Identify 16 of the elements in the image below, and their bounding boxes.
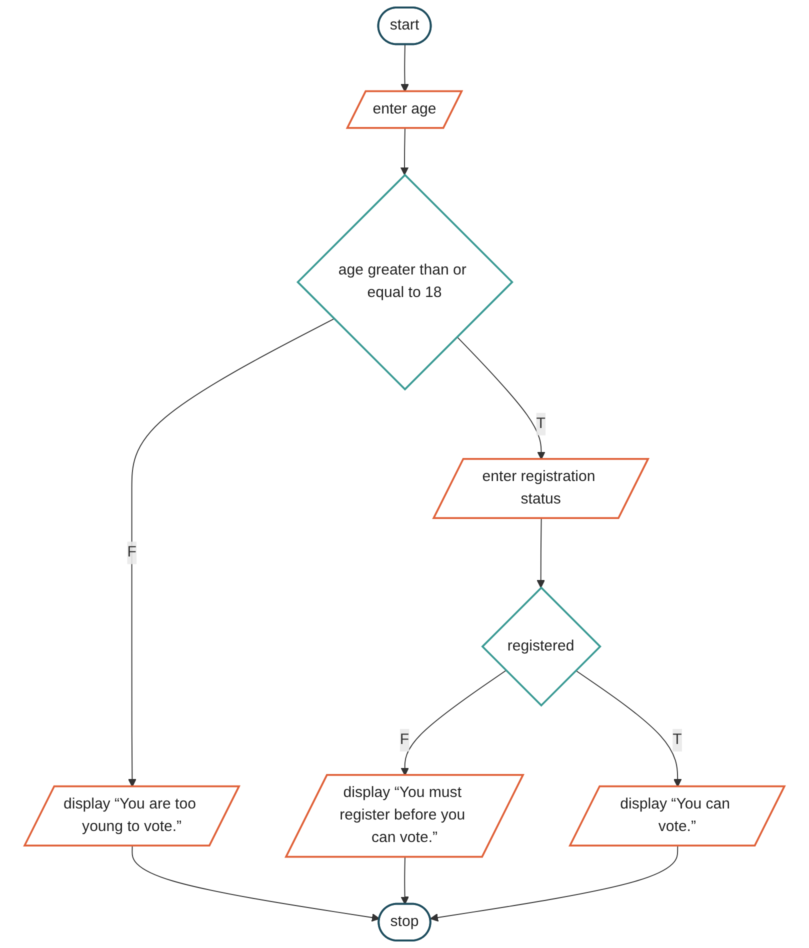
arrow <box>400 128 409 176</box>
arrow <box>536 518 545 588</box>
arrow <box>128 318 334 788</box>
arrow <box>132 846 380 922</box>
edge-label: F <box>400 732 410 748</box>
edge-label: T <box>536 416 546 432</box>
arrow <box>400 670 506 776</box>
edge-label: T <box>672 732 682 748</box>
arrow <box>456 336 546 460</box>
arrow <box>430 846 678 922</box>
edge-label: F <box>127 544 136 560</box>
node-diamond: registered <box>481 586 602 707</box>
arrow <box>400 856 409 905</box>
node-diamond: age greater than or equal to 18 <box>296 174 514 391</box>
arrow <box>400 44 409 92</box>
arrow <box>575 670 682 788</box>
